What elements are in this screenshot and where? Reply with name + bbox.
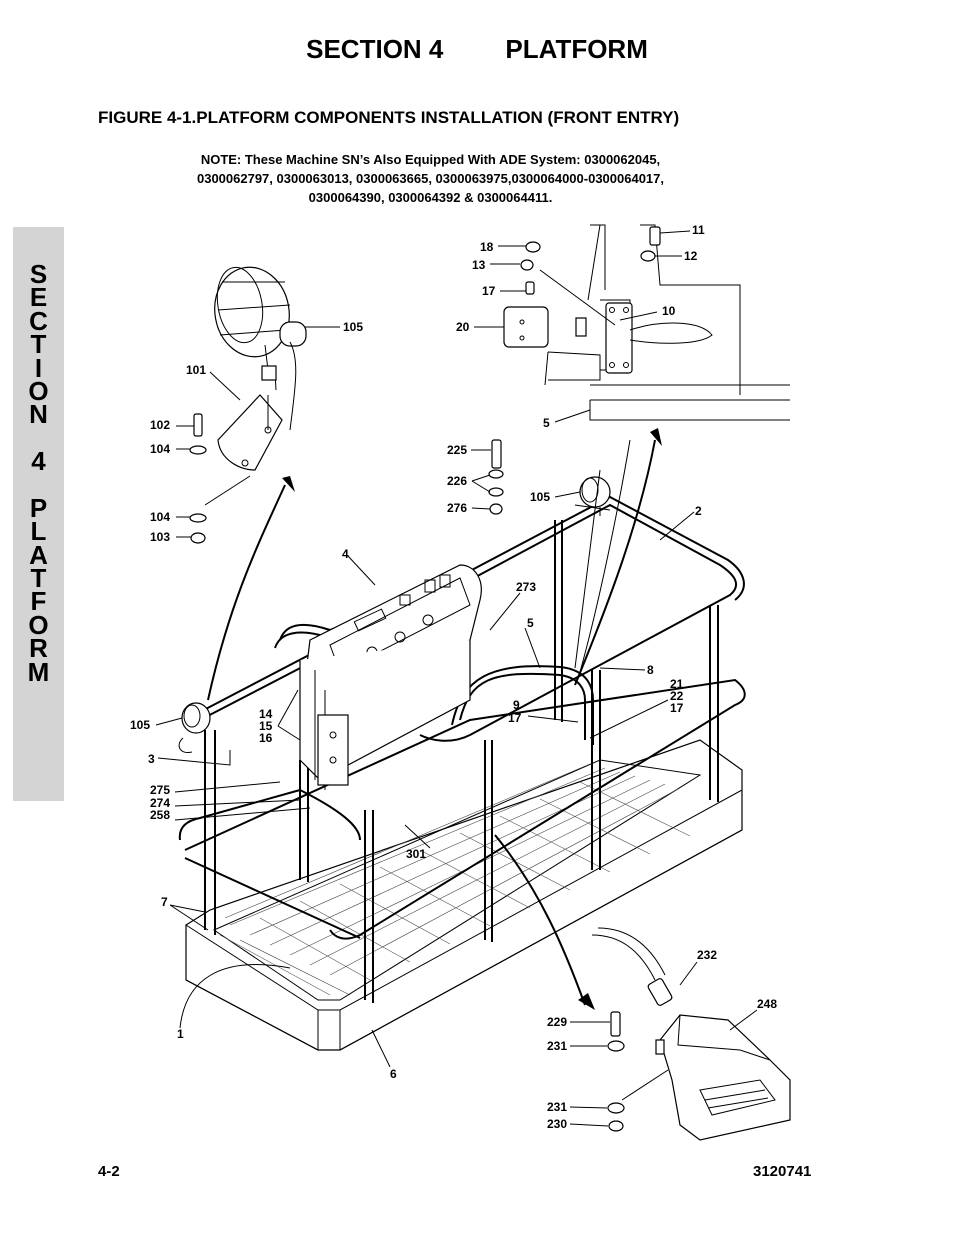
callout-label: 17 [482, 284, 496, 298]
callout-label: 104 [150, 442, 170, 456]
callout-label: 17 [670, 701, 684, 715]
side-tab-letter: S [29, 259, 48, 289]
work-light-large [214, 266, 307, 431]
callout-label: 1 [177, 1027, 184, 1041]
assembly-arrows [207, 428, 662, 1010]
callout-label: 230 [547, 1117, 567, 1131]
hardware-stack-center [488, 439, 504, 515]
document-number: 3120741 [753, 1163, 812, 1180]
callout-label: 4 [342, 547, 349, 561]
section-side-tab: S E C T I O N 4 P L A T F O R M [13, 227, 64, 801]
callout-label: 275 [150, 783, 170, 797]
callout-label: 20 [456, 320, 470, 334]
side-tab-letter: P [29, 492, 48, 523]
callout-label: 10 [662, 304, 676, 318]
callout-label: 231 [547, 1100, 567, 1114]
side-tab-letter: T [30, 563, 47, 594]
callout-label: 8 [647, 663, 654, 677]
callout-label: 15 [259, 719, 273, 733]
note-line: NOTE: These Machine SN’s Also Equipped W… [200, 152, 661, 167]
callout-label: 5 [527, 616, 534, 630]
side-tab-letter: N [29, 399, 48, 430]
callout-label: 5 [543, 416, 550, 430]
section-label: SECTION 4 [306, 34, 444, 64]
side-tab-letter: T [30, 329, 47, 360]
callout-label: 17 [508, 711, 522, 725]
callout-label: 13 [472, 258, 486, 272]
side-tab-letter: E [29, 282, 48, 313]
callout-label: 22 [670, 689, 684, 703]
side-tab-letter: 4 [31, 446, 46, 477]
hardware-stack-left [189, 413, 251, 544]
figure-title: FIGURE 4-1.PLATFORM COMPONENTS INSTALLAT… [98, 108, 680, 127]
callout-label: 274 [150, 796, 170, 810]
callout-label: 232 [697, 948, 717, 962]
callout-label: 229 [547, 1015, 567, 1029]
callout-label: 258 [150, 808, 170, 822]
callout-label: 101 [186, 363, 206, 377]
side-tab-letter: L [30, 516, 47, 547]
callout-label: 11 [692, 223, 705, 237]
work-light-small-left [178, 702, 211, 754]
callout-label: 103 [150, 530, 170, 544]
figure-note: NOTE: These Machine SN’s Also Equipped W… [98, 150, 763, 207]
callout-label: 273 [516, 580, 536, 594]
callout-labels: 18 13 17 20 11 12 10 5 105 101 102 104 1… [130, 223, 777, 1131]
mounting-detail-top-right [503, 224, 790, 421]
side-tab-letter: M [27, 656, 50, 687]
callout-label: 9 [513, 698, 520, 712]
callout-label: 248 [757, 997, 777, 1011]
callout-label: 6 [390, 1067, 397, 1081]
callout-label: 3 [148, 752, 155, 766]
section-title: SECTION 4 PLATFORM [0, 34, 954, 65]
callout-label: 105 [130, 718, 150, 732]
callout-label: 2 [695, 504, 702, 518]
leader-lines [155, 230, 758, 1127]
callout-label: 16 [259, 731, 273, 745]
control-box [299, 564, 482, 790]
note-line: 0300064390, 0300064392 & 0300064411. [308, 190, 553, 205]
note-line: 0300062797, 0300063013, 0300063665, 0300… [196, 171, 665, 186]
callout-label: 226 [447, 474, 467, 488]
work-light-small-right [574, 476, 611, 516]
foot-switch [655, 1014, 791, 1141]
hardware-stack-top [520, 226, 661, 295]
side-tab-letter: F [30, 586, 47, 617]
foot-switch-cable [591, 927, 673, 1006]
callout-label: 102 [150, 418, 170, 432]
callout-label: 231 [547, 1039, 567, 1053]
page-number: 4-2 [98, 1163, 120, 1180]
callout-label: 301 [406, 847, 426, 861]
side-tab-letter: O [28, 375, 49, 406]
side-tab-letter: A [29, 539, 48, 570]
callout-label: 276 [447, 501, 467, 515]
callout-label: 7 [161, 895, 168, 909]
side-tab-letter: I [34, 352, 43, 383]
light-bracket [217, 394, 283, 471]
side-tab-letter: C [29, 305, 48, 336]
callout-label: 12 [684, 249, 698, 263]
hardware-stack-footswitch [607, 1011, 669, 1132]
callout-label: 18 [480, 240, 494, 254]
side-tab-letter: O [28, 609, 49, 640]
callout-label: 104 [150, 510, 170, 524]
side-tab-letter: R [29, 633, 48, 664]
callout-label: 225 [447, 443, 467, 457]
callout-label: 105 [530, 490, 550, 504]
callout-label: 21 [670, 677, 684, 691]
side-tab-letters: S E C T I O N 4 P L A T F O R M [13, 259, 64, 687]
section-name: PLATFORM [505, 34, 648, 64]
callout-label: 105 [343, 320, 363, 334]
callout-label: 14 [259, 707, 273, 721]
